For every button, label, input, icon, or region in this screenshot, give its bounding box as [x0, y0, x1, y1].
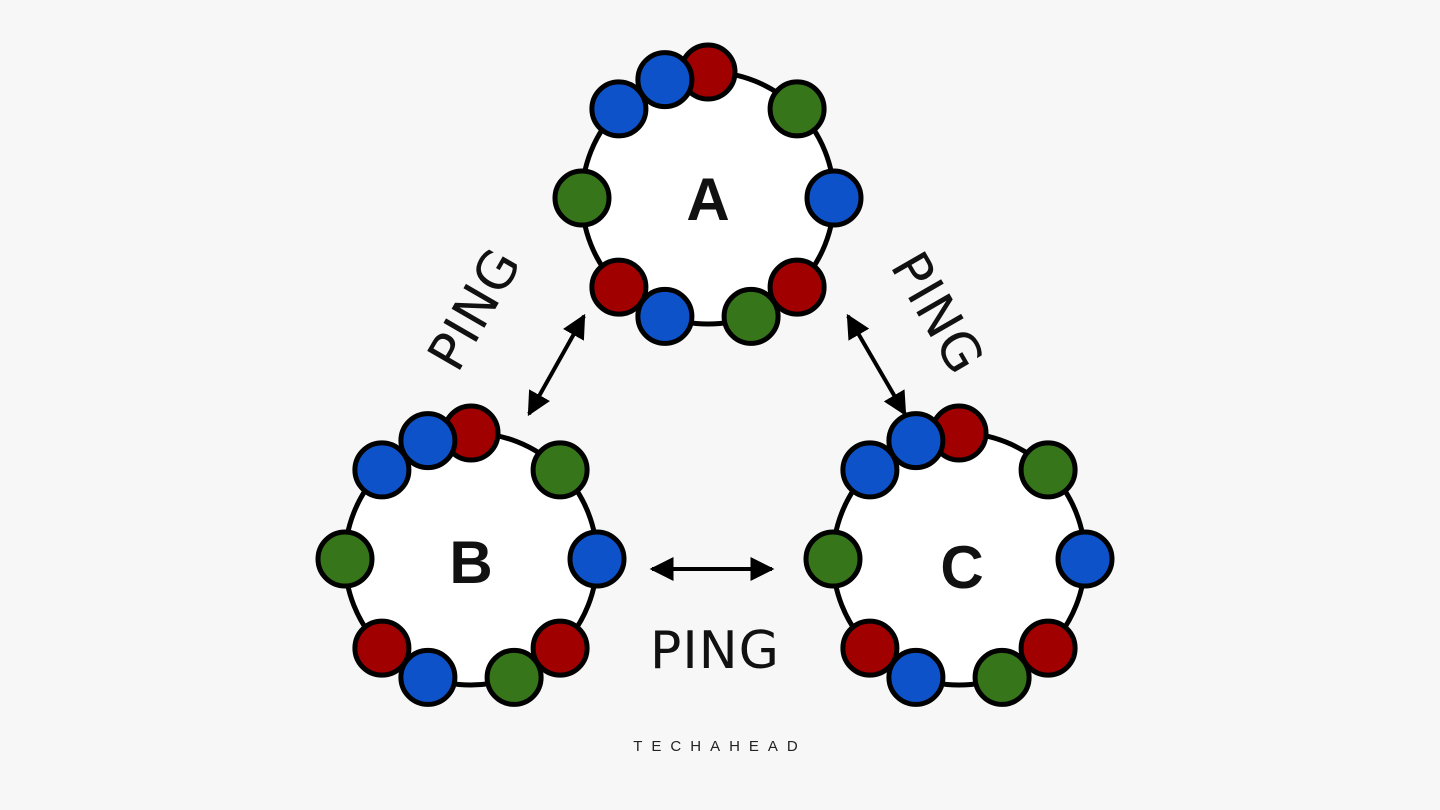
node-b-bead-blue — [398, 647, 458, 707]
node-c-bead-blue — [886, 411, 946, 471]
node-a-label: A — [686, 166, 729, 233]
node-b-bead-green — [315, 529, 375, 589]
node-c-bead-blue — [1055, 529, 1115, 589]
node-a-bead-blue — [635, 50, 695, 110]
node-a-bead-green — [721, 286, 781, 346]
node-a-bead-green — [552, 168, 612, 228]
node-b-bead-green — [530, 440, 590, 500]
brand-wordmark: TECHAHEAD — [633, 738, 807, 755]
node-a-bead-blue — [589, 79, 649, 139]
node-c-bead-green — [972, 647, 1032, 707]
node-c-bead-red — [1018, 618, 1078, 678]
link-a-c-arrow — [846, 313, 907, 417]
node-c-label: C — [940, 534, 983, 601]
node-c-bead-red — [840, 618, 900, 678]
node-a-bead-red — [589, 257, 649, 317]
node-a-bead-blue — [635, 286, 695, 346]
node-b: B — [315, 403, 627, 707]
node-c: C — [803, 403, 1115, 707]
node-b-bead-green — [484, 647, 544, 707]
node-b-bead-red — [530, 618, 590, 678]
node-b-bead-blue — [398, 411, 458, 471]
node-a-bead-red — [767, 257, 827, 317]
node-a-bead-blue — [804, 168, 864, 228]
node-c-bead-blue — [840, 440, 900, 500]
link-a-b-arrow — [527, 313, 586, 417]
node-a-bead-green — [767, 79, 827, 139]
link-b-c-label: PING — [650, 621, 780, 681]
node-c-bead-green — [1018, 440, 1078, 500]
node-b-bead-blue — [352, 440, 412, 500]
link-a-c-label: PING — [878, 242, 995, 384]
node-b-bead-blue — [567, 529, 627, 589]
node-c-bead-blue — [886, 647, 946, 707]
node-b-bead-red — [352, 618, 412, 678]
link-a-b-label: PING — [417, 238, 534, 380]
node-c-bead-green — [803, 529, 863, 589]
node-a: A — [552, 42, 864, 346]
node-b-label: B — [449, 529, 492, 596]
